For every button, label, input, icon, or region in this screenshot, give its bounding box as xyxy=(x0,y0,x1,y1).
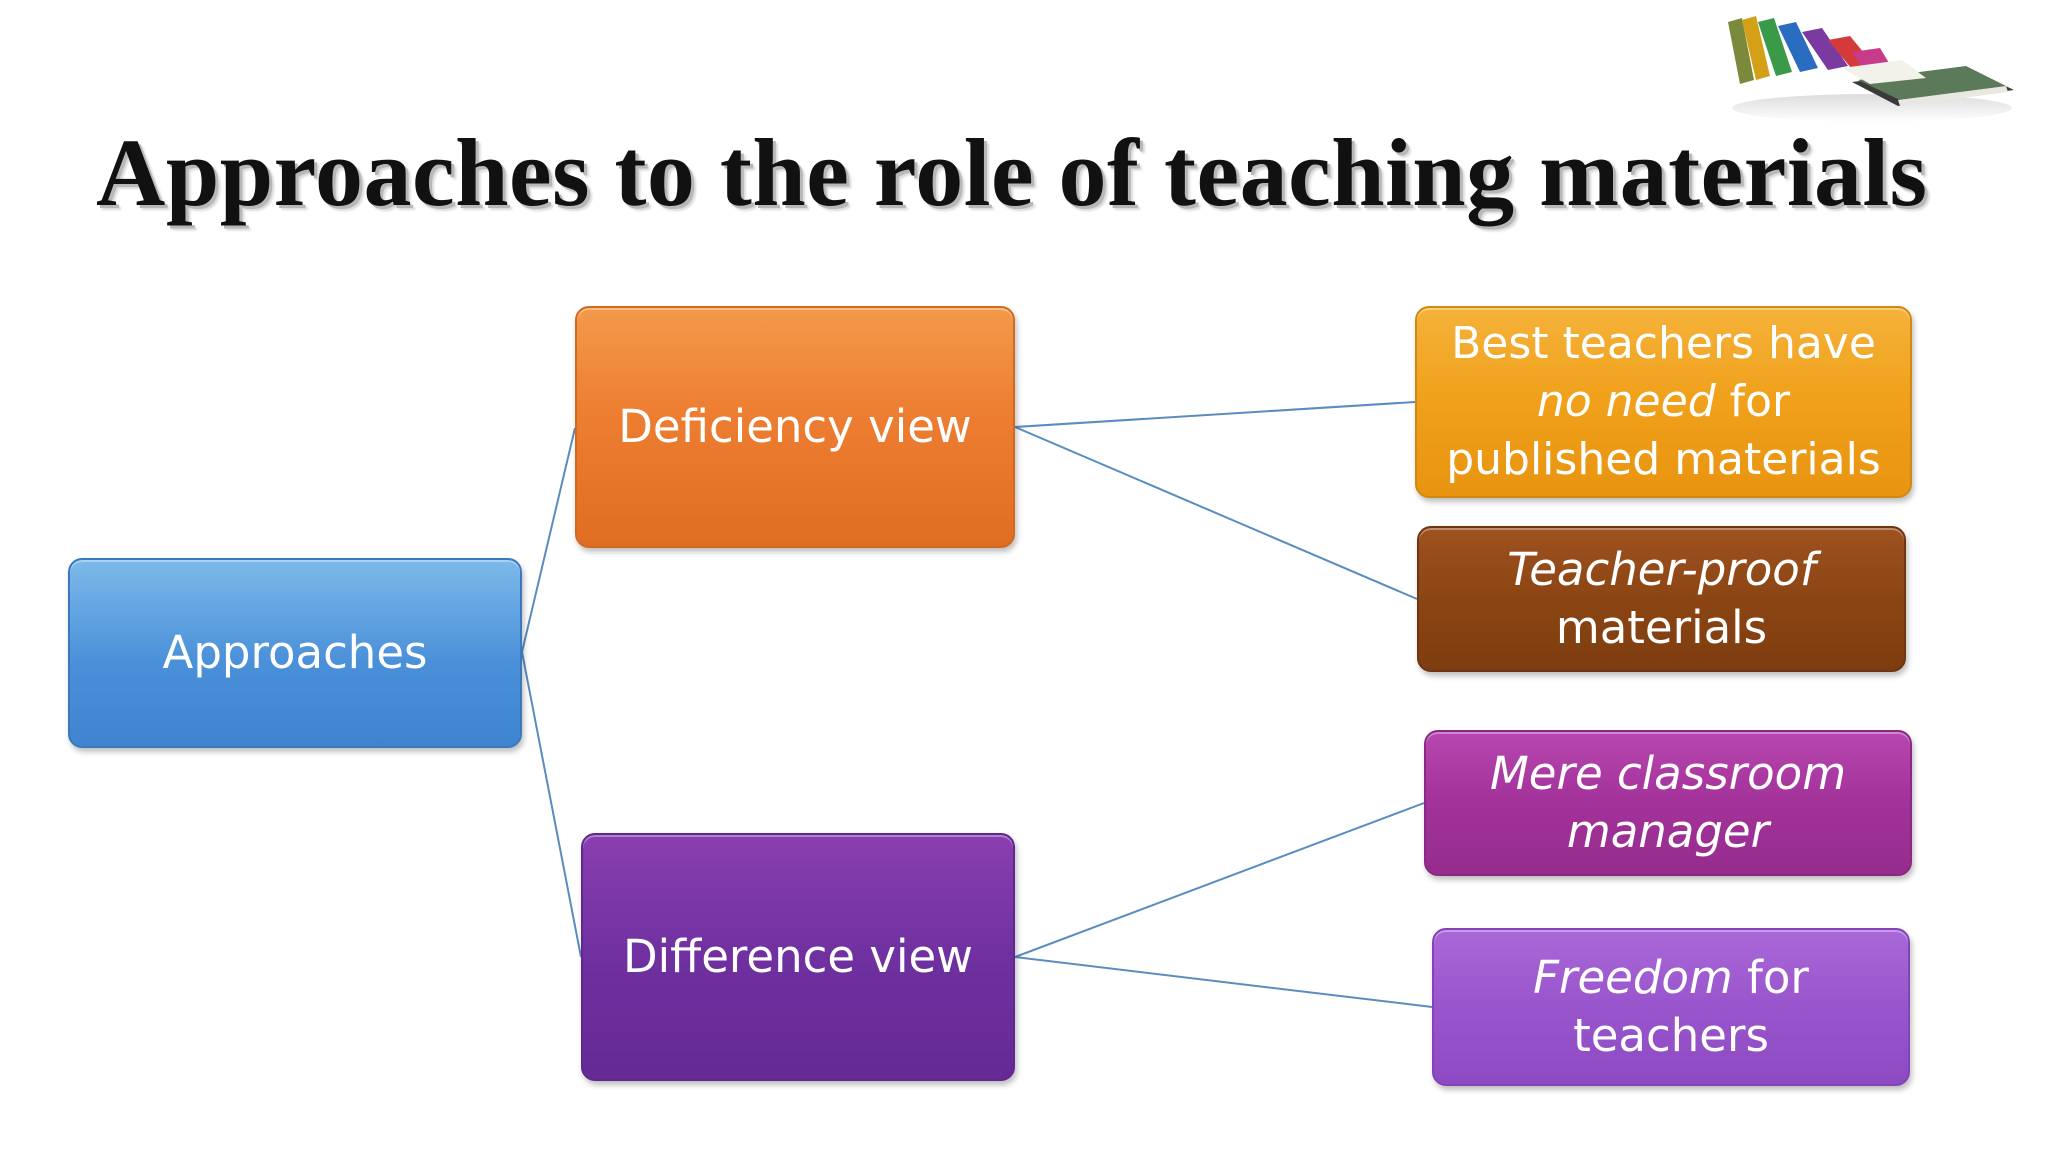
best-teachers-text-part2: for published materials xyxy=(1446,376,1881,485)
approaches-label: Approaches xyxy=(162,626,428,679)
connector-approaches-difference xyxy=(521,651,582,958)
connector-deficiency-best xyxy=(1014,401,1416,428)
mere-manager-text: Mere classroom manager xyxy=(1434,745,1902,861)
freedom-text: Freedom for teachers xyxy=(1442,949,1900,1065)
difference-view-label: Difference view xyxy=(623,930,973,983)
connector-deficiency-proof xyxy=(1014,426,1418,600)
teacher-proof-text: Teacher-proof materials xyxy=(1427,541,1896,657)
difference-view-node: Difference view xyxy=(581,833,1015,1081)
connector-difference-mere xyxy=(1014,802,1425,958)
deficiency-view-label: Deficiency view xyxy=(618,400,972,453)
books-stack-icon xyxy=(1728,16,2014,122)
best-teachers-node: Best teachers have no need for published… xyxy=(1415,306,1912,498)
connector-difference-freedom xyxy=(1014,956,1433,1008)
approaches-node: Approaches xyxy=(68,558,522,748)
slide-title: Approaches to the role of teaching mater… xyxy=(96,119,1928,226)
mere-manager-emphasis: Mere classroom manager xyxy=(1489,747,1847,858)
freedom-rest: for teachers xyxy=(1573,951,1809,1062)
best-teachers-text: Best teachers have no need for published… xyxy=(1425,315,1902,489)
freedom-emphasis: Freedom xyxy=(1533,951,1733,1004)
best-teachers-text-emphasis: no need xyxy=(1536,376,1716,427)
freedom-node: Freedom for teachers xyxy=(1432,928,1910,1086)
teacher-proof-rest: materials xyxy=(1555,601,1768,654)
connector-approaches-deficiency xyxy=(521,427,576,653)
mere-manager-node: Mere classroom manager xyxy=(1424,730,1912,876)
best-teachers-text-part1: Best teachers have xyxy=(1451,318,1876,369)
teacher-proof-emphasis: Teacher-proof xyxy=(1507,543,1816,596)
teacher-proof-node: Teacher-proof materials xyxy=(1417,526,1906,672)
deficiency-view-node: Deficiency view xyxy=(575,306,1015,548)
